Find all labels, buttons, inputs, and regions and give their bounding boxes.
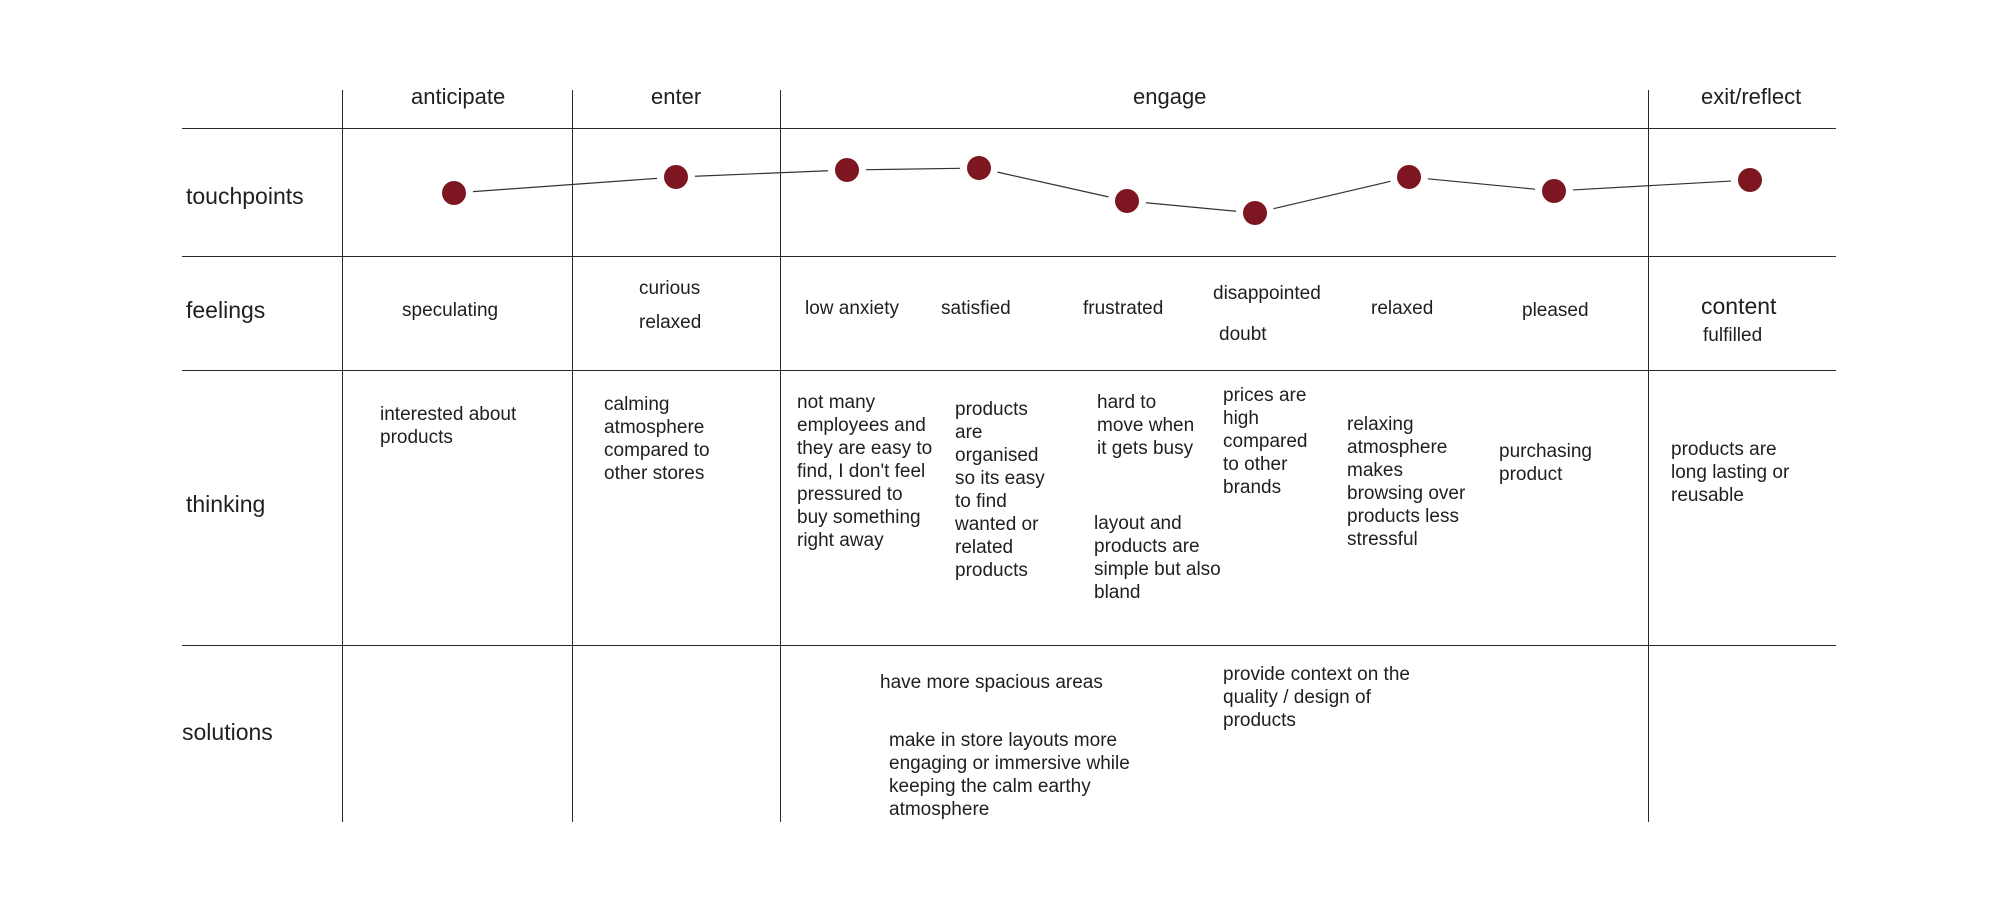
divider-feelings <box>182 370 1836 371</box>
stage-exit-reflect: exit/reflect <box>1701 84 1802 109</box>
feeling-relaxed-enter: relaxed <box>639 312 702 333</box>
thought-anticipate: interested about products <box>380 404 517 448</box>
solution-spacious: have more spacious areas <box>880 672 1103 693</box>
touchpoint-dot <box>835 158 859 182</box>
touchpoint-dot <box>664 165 688 189</box>
row-label-thinking: thinking <box>186 491 266 517</box>
touchpoint-dot <box>442 181 466 205</box>
row-label-feelings: feelings <box>186 297 266 323</box>
touchpoint-dot <box>967 156 991 180</box>
feeling-satisfied: satisfied <box>941 298 1011 319</box>
thought-employees: not many employees and they are easy to … <box>797 392 933 551</box>
touchpoint-dot <box>1115 189 1139 213</box>
touchpoint-connector <box>1273 180 1391 210</box>
thought-enter: calming atmosphere compared to other sto… <box>604 394 710 484</box>
solution-layouts: make in store layouts more engaging or i… <box>889 730 1130 820</box>
feeling-pleased: pleased <box>1522 300 1589 321</box>
solution-context: provide context on the quality / design … <box>1223 664 1410 731</box>
stage-engage: engage <box>1133 84 1207 109</box>
feeling-relaxed-engage: relaxed <box>1371 298 1434 319</box>
thought-busy: hard to move when it gets busy <box>1097 392 1195 459</box>
thought-relaxing: relaxing atmosphere makes browsing over … <box>1347 414 1466 550</box>
touchpoint-dot <box>1542 179 1566 203</box>
stage-enter: enter <box>651 84 702 109</box>
feeling-content: content <box>1701 293 1777 319</box>
touchpoint-connectors <box>472 167 1732 212</box>
feeling-curious: curious <box>639 278 701 299</box>
column-divider-4 <box>1648 90 1649 822</box>
touchpoint-dot <box>1397 165 1421 189</box>
divider-header <box>182 128 1836 129</box>
touchpoint-connector <box>1572 180 1732 191</box>
stage-anticipate: anticipate <box>411 84 506 109</box>
thought-layout: layout and products are simple but also … <box>1094 513 1221 603</box>
column-divider-2 <box>572 90 573 822</box>
touchpoint-connector <box>1427 178 1536 190</box>
thought-prices: prices are high compared to other brands <box>1223 385 1308 498</box>
touchpoint-connector <box>694 170 829 177</box>
row-label-solutions: solutions <box>182 719 273 745</box>
thought-purchasing: purchasing product <box>1499 441 1592 485</box>
row-label-touchpoints: touchpoints <box>186 183 304 209</box>
touchpoint-connector <box>865 167 961 171</box>
touchpoint-dot <box>1243 201 1267 225</box>
column-divider-1 <box>342 90 343 822</box>
column-divider-3 <box>780 90 781 822</box>
feeling-disappointed: disappointed <box>1213 283 1321 304</box>
feeling-speculating: speculating <box>402 300 499 321</box>
touchpoint-connector <box>472 177 658 193</box>
feeling-fulfilled: fulfilled <box>1703 325 1763 346</box>
thought-organised: products are organised so its easy to fi… <box>955 399 1045 581</box>
touchpoint-connector <box>1145 202 1237 212</box>
touchpoint-dots <box>442 156 1762 225</box>
feeling-frustrated: frustrated <box>1083 298 1164 319</box>
thought-exit: products are long lasting or reusable <box>1671 439 1790 506</box>
divider-touchpoints <box>182 256 1836 257</box>
feeling-doubt: doubt <box>1219 324 1267 345</box>
touchpoint-dot <box>1738 168 1762 192</box>
touchpoint-connector <box>997 171 1109 198</box>
divider-thinking <box>182 645 1836 646</box>
feeling-low-anxiety: low anxiety <box>805 298 899 319</box>
